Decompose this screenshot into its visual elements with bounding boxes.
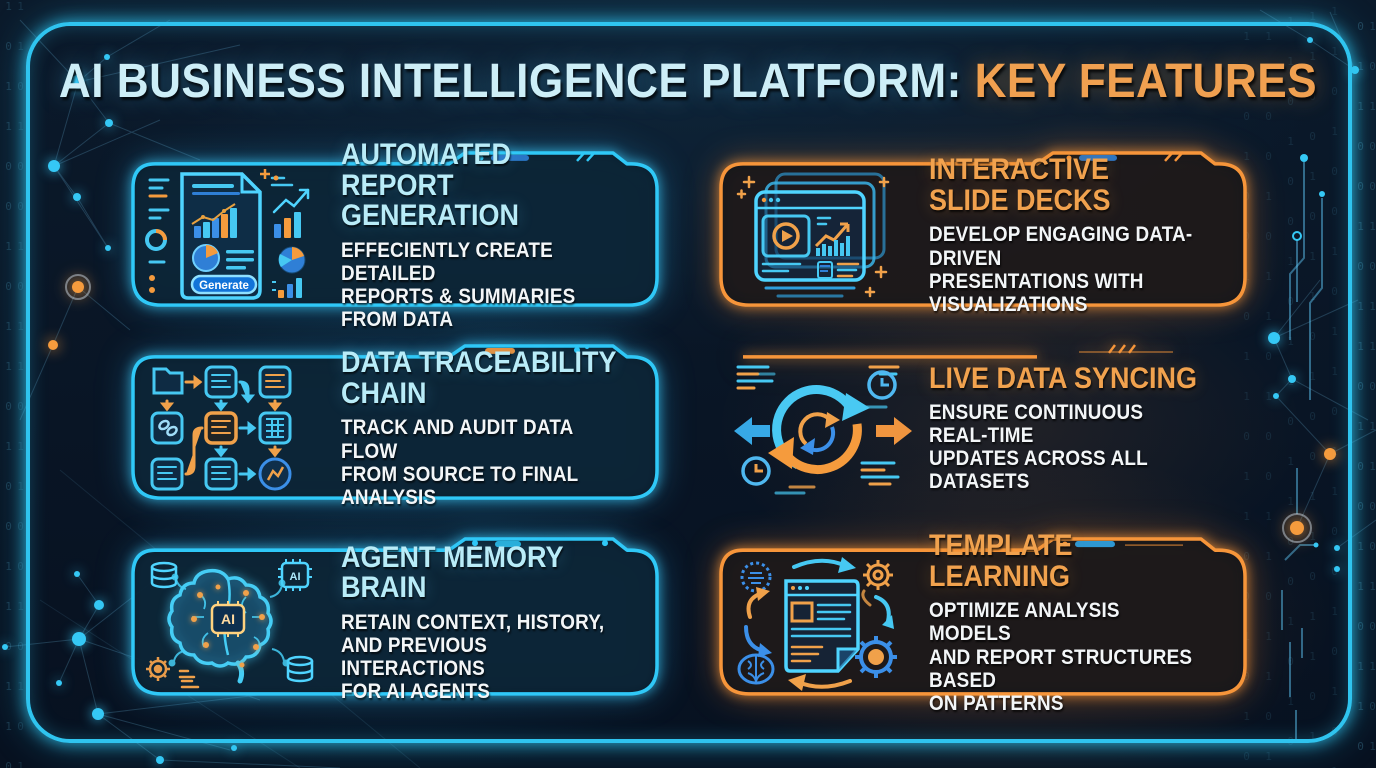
pattern-chip-icon bbox=[740, 561, 772, 593]
gear-icon bbox=[855, 636, 897, 678]
card-notch-decoration bbox=[1079, 344, 1173, 354]
flowchart-icon bbox=[150, 365, 292, 490]
feature-description: ENSURE CONTINUOUS REAL-TIME UPDATES ACRO… bbox=[929, 401, 1148, 494]
feature-title: DATA TRACEABILITY CHAIN bbox=[341, 346, 616, 410]
gear-icon bbox=[146, 657, 170, 681]
binary-column: 1 0 1 1 0 0 1 0 1 1 0 1 0 0 1 1 0 1 1 0 … bbox=[1354, 0, 1367, 768]
card-border bbox=[131, 344, 659, 500]
feature-title: INTERACTIVE SLIDE DECKS bbox=[929, 153, 1111, 217]
chip-icon: AI bbox=[278, 559, 312, 591]
feature-description: OPTIMIZE ANALYSIS MODELS AND REPORT STRU… bbox=[929, 599, 1193, 715]
binary-column: 1 0 1 1 0 0 1 0 1 1 0 1 0 0 1 1 0 1 1 0 … bbox=[2, 0, 15, 768]
feature-description: RETAIN CONTEXT, HISTORY, AND PREVIOUS IN… bbox=[341, 610, 605, 704]
feature-title: LIVE DATA SYNCING bbox=[929, 361, 1198, 395]
page-title-accent: KEY FEATURES bbox=[974, 55, 1318, 108]
clock-icon bbox=[741, 455, 771, 486]
svg-text:AI: AI bbox=[221, 611, 235, 627]
outer-neon-frame bbox=[26, 22, 1352, 743]
slide-deck-icon bbox=[736, 172, 890, 297]
card-notch-decoration bbox=[485, 344, 589, 354]
feature-description: DEVELOP ENGAGING DATA-DRIVEN PRESENTATIO… bbox=[929, 223, 1193, 316]
feature-card-data-traceability-chain: DATA TRACEABILITY CHAIN TRACK AND AUDIT … bbox=[125, 343, 665, 509]
feature-description: TRACK AND AUDIT DATA FLOW FROM SOURCE TO… bbox=[341, 416, 579, 509]
document-icon bbox=[784, 579, 860, 673]
binary-column: 0 1 1 0 1 0 0 1 0 1 1 0 1 1 0 0 1 0 1 0 … bbox=[1366, 0, 1376, 768]
feature-description: EFFECIENTLY CREATE DETAILED REPORTS & SU… bbox=[341, 238, 576, 331]
feature-card-interactive-slide-decks: INTERACTIVE SLIDE DECKS DEVELOP ENGAGING… bbox=[713, 150, 1253, 316]
feature-title: AGENT MEMORY BRAIN bbox=[341, 540, 564, 605]
card-border bbox=[131, 151, 659, 307]
generate-button: Generate bbox=[190, 274, 258, 294]
card-notch-decoration bbox=[478, 151, 596, 162]
feature-title: TEMPLATE LEARNING bbox=[929, 529, 1073, 593]
feature-card-agent-memory-brain: AI bbox=[125, 536, 665, 704]
card-notch-decoration bbox=[1066, 151, 1184, 162]
report-document-icon: Generate bbox=[145, 168, 310, 300]
ai-chip: AI bbox=[210, 601, 246, 637]
right-arrow bbox=[876, 416, 912, 445]
brain-icon bbox=[737, 653, 775, 685]
sync-arrows-icon bbox=[734, 365, 912, 494]
card-border bbox=[743, 344, 1173, 359]
feature-card-template-learning: TEMPLATE LEARNING OPTIMIZE ANALYSIS MODE… bbox=[713, 530, 1253, 715]
svg-text:AI: AI bbox=[290, 571, 301, 583]
page-title: AI BUSINESS INTELLIGENCE PLATFORM: KEY F… bbox=[55, 54, 1321, 109]
template-gears-icon bbox=[737, 557, 897, 691]
feature-card-automated-report-generation: Generate bbox=[125, 139, 665, 331]
clock-icon bbox=[867, 369, 897, 400]
card-border bbox=[131, 537, 659, 696]
card-notch-decoration bbox=[472, 540, 608, 548]
feature-grid: Generate bbox=[125, 139, 1253, 715]
svg-text:Generate: Generate bbox=[199, 280, 249, 292]
left-arrow bbox=[734, 416, 770, 445]
database-icon bbox=[286, 655, 314, 683]
page-title-main: AI BUSINESS INTELLIGENCE PLATFORM: bbox=[58, 55, 975, 108]
card-notch-decoration bbox=[1062, 541, 1183, 548]
gear-icon bbox=[863, 560, 893, 590]
sparkle-decoration bbox=[736, 175, 890, 297]
feature-card-live-data-syncing: LIVE DATA SYNCING ENSURE CONTINUOUS REAL… bbox=[713, 343, 1253, 508]
feature-title: AUTOMATED REPORT GENERATION bbox=[341, 137, 520, 233]
ai-brain-icon: AI bbox=[146, 559, 314, 689]
